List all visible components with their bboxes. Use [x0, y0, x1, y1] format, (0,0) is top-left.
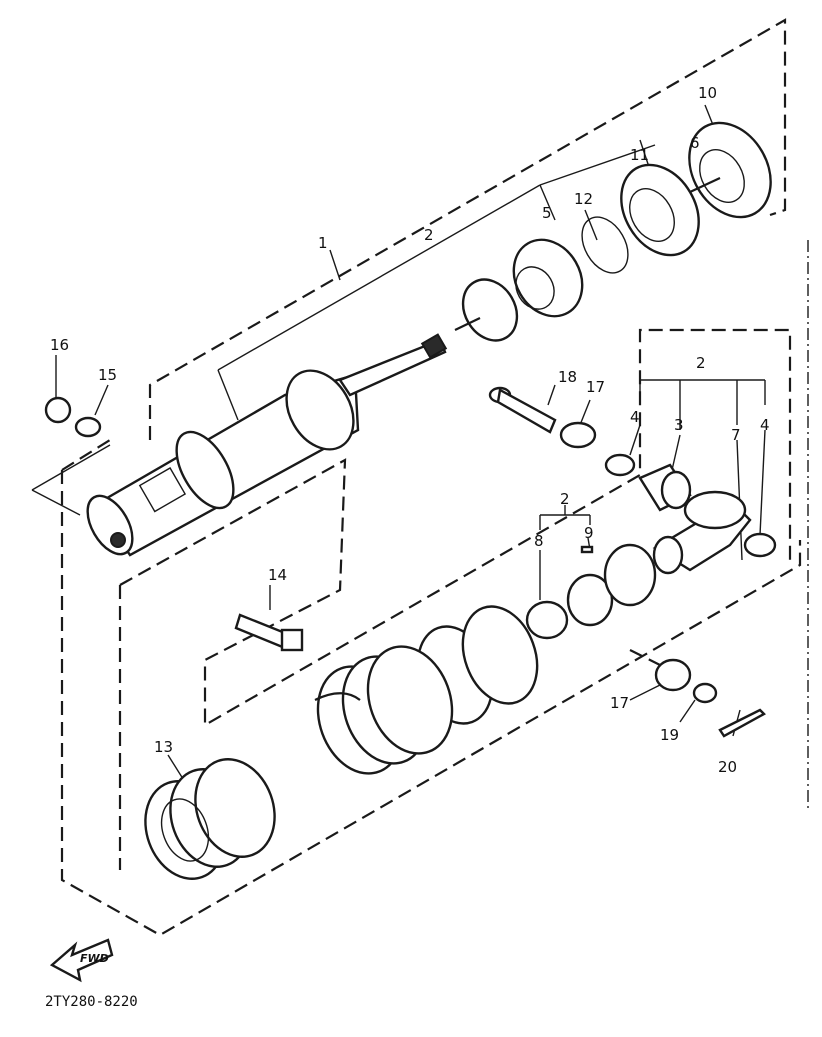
adjuster-ring [603, 543, 657, 607]
spring-guide [566, 573, 614, 627]
cotter-pin-20 [718, 708, 766, 738]
part-number-13: 13 [154, 738, 173, 756]
shock-absorber-body [86, 333, 448, 557]
part-number-3: 3 [674, 416, 684, 434]
part-number-11: 11 [630, 146, 649, 164]
part-number-15: 15 [98, 366, 117, 384]
inner-spring [314, 645, 454, 775]
washer-15 [74, 416, 102, 438]
bushing-4-right [743, 532, 777, 558]
joint-housing-7 [652, 490, 752, 575]
part-number-1: 1 [318, 234, 328, 252]
part-number-2: 2 [424, 226, 434, 244]
part-number-10: 10 [698, 84, 717, 102]
collar-3 [638, 463, 692, 512]
drawing-code: 2TY280-8220 [45, 994, 138, 1010]
part-number-9: 9 [584, 524, 594, 542]
bumper-and-adjuster [454, 238, 584, 342]
inner-spring-boundary [118, 328, 792, 870]
pin-9 [580, 545, 594, 554]
washer-19 [692, 682, 718, 704]
spring-seat-10 [688, 121, 772, 219]
part-number-17: 17 [610, 694, 629, 712]
nut-16 [44, 396, 72, 424]
part-number-5: 5 [542, 204, 552, 222]
forward-arrow-icon: FWD [49, 938, 114, 983]
part-number-14: 14 [268, 566, 287, 584]
part-number-8: 8 [534, 532, 544, 550]
fwd-label: FWD [80, 952, 109, 965]
part-number-16: 16 [50, 336, 69, 354]
outer-spring-13 [144, 758, 276, 880]
part-number-20: 20 [718, 758, 737, 776]
part-number-2: 2 [560, 490, 570, 508]
washer-17-lower [654, 658, 692, 692]
part-number-4: 4 [630, 408, 640, 426]
washer-17-upper [559, 421, 597, 449]
bushing-4-left [604, 453, 636, 477]
part-number-17: 17 [586, 378, 605, 396]
leader-lines [31, 104, 766, 791]
part-number-labels: 1 2 2 2 3 4 4 5 6 7 8 9 10 11 12 13 14 1… [50, 84, 770, 776]
part-number-4: 4 [760, 416, 770, 434]
part-number-2: 2 [696, 354, 706, 372]
circlip-12 [581, 216, 629, 274]
ring-8 [525, 600, 569, 640]
bolt-18 [488, 386, 557, 434]
part-number-12: 12 [574, 190, 593, 208]
part-number-7: 7 [731, 426, 741, 444]
bolt-14 [234, 613, 304, 652]
part-number-19: 19 [660, 726, 679, 744]
part-number-18: 18 [558, 368, 577, 386]
part-number-6: 6 [690, 134, 700, 152]
locknut-outer [461, 605, 539, 705]
outer-assembly-boundary [60, 18, 802, 937]
